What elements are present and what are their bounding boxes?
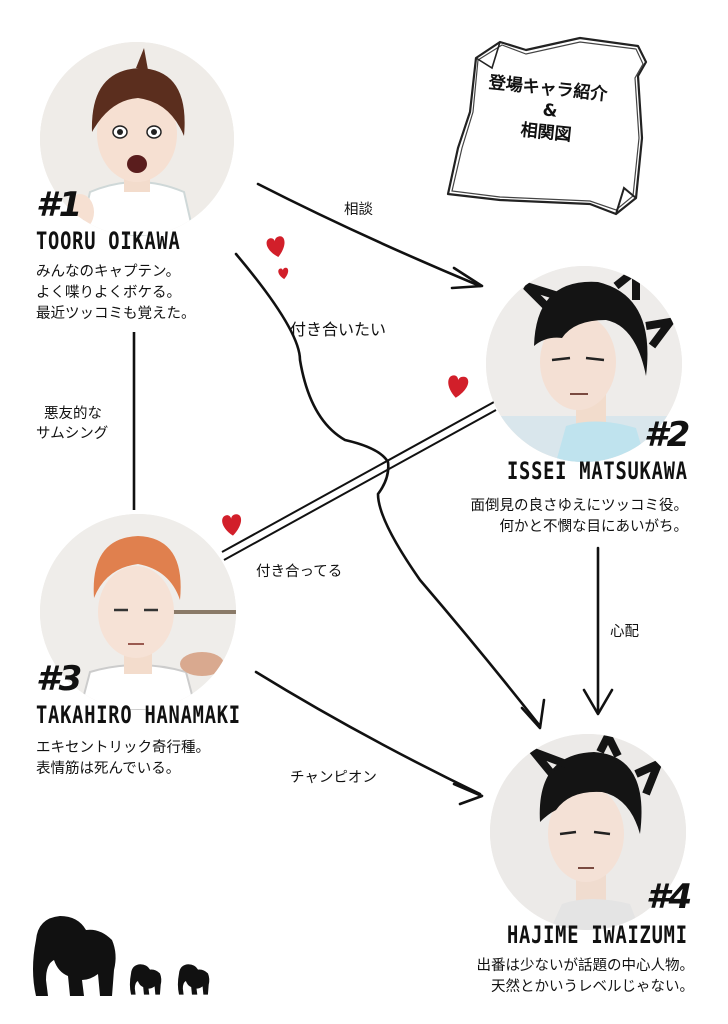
double-line-dating-b bbox=[223, 409, 497, 561]
title-note: 登場キャラ紹介 & 相関図 bbox=[440, 28, 680, 218]
portrait-oikawa bbox=[40, 42, 234, 236]
character-desc-line: みんなのキャプテン。 bbox=[36, 264, 181, 280]
relation-label-bad-friends-1: 悪友的な bbox=[44, 406, 102, 422]
character-number: #1 bbox=[36, 185, 82, 225]
gorilla-icon bbox=[177, 964, 210, 995]
character-desc-line: 出番は少ないが話題の中心人物。 bbox=[476, 958, 695, 974]
character-number: #4 bbox=[646, 877, 692, 917]
arrow-want-to-date bbox=[234, 252, 542, 728]
relation-label-consult: 相談 bbox=[344, 202, 373, 218]
gorilla-silhouettes bbox=[33, 916, 210, 996]
avatar-hanamaki bbox=[40, 514, 236, 710]
arrowhead-champion bbox=[452, 782, 484, 806]
portrait-matsukawa bbox=[486, 266, 682, 462]
heart-icon bbox=[278, 267, 289, 280]
relation-label-champion: チャンピオン bbox=[290, 770, 377, 786]
heart-icon bbox=[448, 375, 469, 398]
relation-label-want-to-date: 付き合いたい bbox=[290, 320, 387, 339]
relation-label-worry: 心配 bbox=[610, 624, 639, 640]
avatar-matsukawa bbox=[486, 266, 682, 462]
relation-label-bad-friends-2: サムシング bbox=[36, 426, 109, 442]
heart-icon bbox=[266, 236, 285, 258]
character-desc-line: 天然とかいうレベルじゃない。 bbox=[491, 979, 694, 995]
portrait-hanamaki bbox=[40, 514, 236, 710]
character-desc-line: 最近ツッコミも覚えた。 bbox=[36, 306, 196, 322]
arrow-consult bbox=[256, 182, 482, 288]
gorilla-icon bbox=[33, 916, 116, 996]
character-name: HAJIME IWAIZUMI bbox=[507, 921, 688, 949]
heart-icon bbox=[222, 514, 242, 536]
character-desc-line: 面倒見の良さゆえにツッコミ役。 bbox=[470, 498, 689, 514]
portrait-iwaizumi bbox=[490, 734, 686, 930]
character-desc-line: よく喋りよくボケる。 bbox=[36, 285, 181, 301]
relation-label-dating: 付き合ってる bbox=[256, 564, 343, 580]
avatar-iwaizumi bbox=[490, 734, 686, 930]
arrowhead-consult bbox=[450, 266, 484, 290]
character-name: ISSEI MATSUKAWA bbox=[507, 457, 688, 485]
gorilla-icon bbox=[129, 964, 162, 995]
character-desc-line: 表情筋は死んでいる。 bbox=[36, 761, 181, 777]
character-name: TAKAHIRO HANAMAKI bbox=[36, 701, 241, 729]
avatar-oikawa bbox=[40, 42, 234, 236]
character-name: TOORU OIKAWA bbox=[36, 227, 181, 255]
arrowhead-worry bbox=[582, 688, 614, 716]
character-desc-line: エキセントリック奇行種。 bbox=[36, 740, 210, 756]
arrowhead-want-to-date bbox=[520, 698, 546, 730]
arrow-champion bbox=[254, 670, 482, 796]
character-number: #3 bbox=[36, 659, 82, 699]
character-desc-line: 何かと不憫な目にあいがち。 bbox=[499, 519, 689, 535]
paper-note-frame bbox=[446, 36, 648, 216]
double-line-dating-a bbox=[221, 401, 495, 553]
character-number: #2 bbox=[644, 415, 690, 455]
